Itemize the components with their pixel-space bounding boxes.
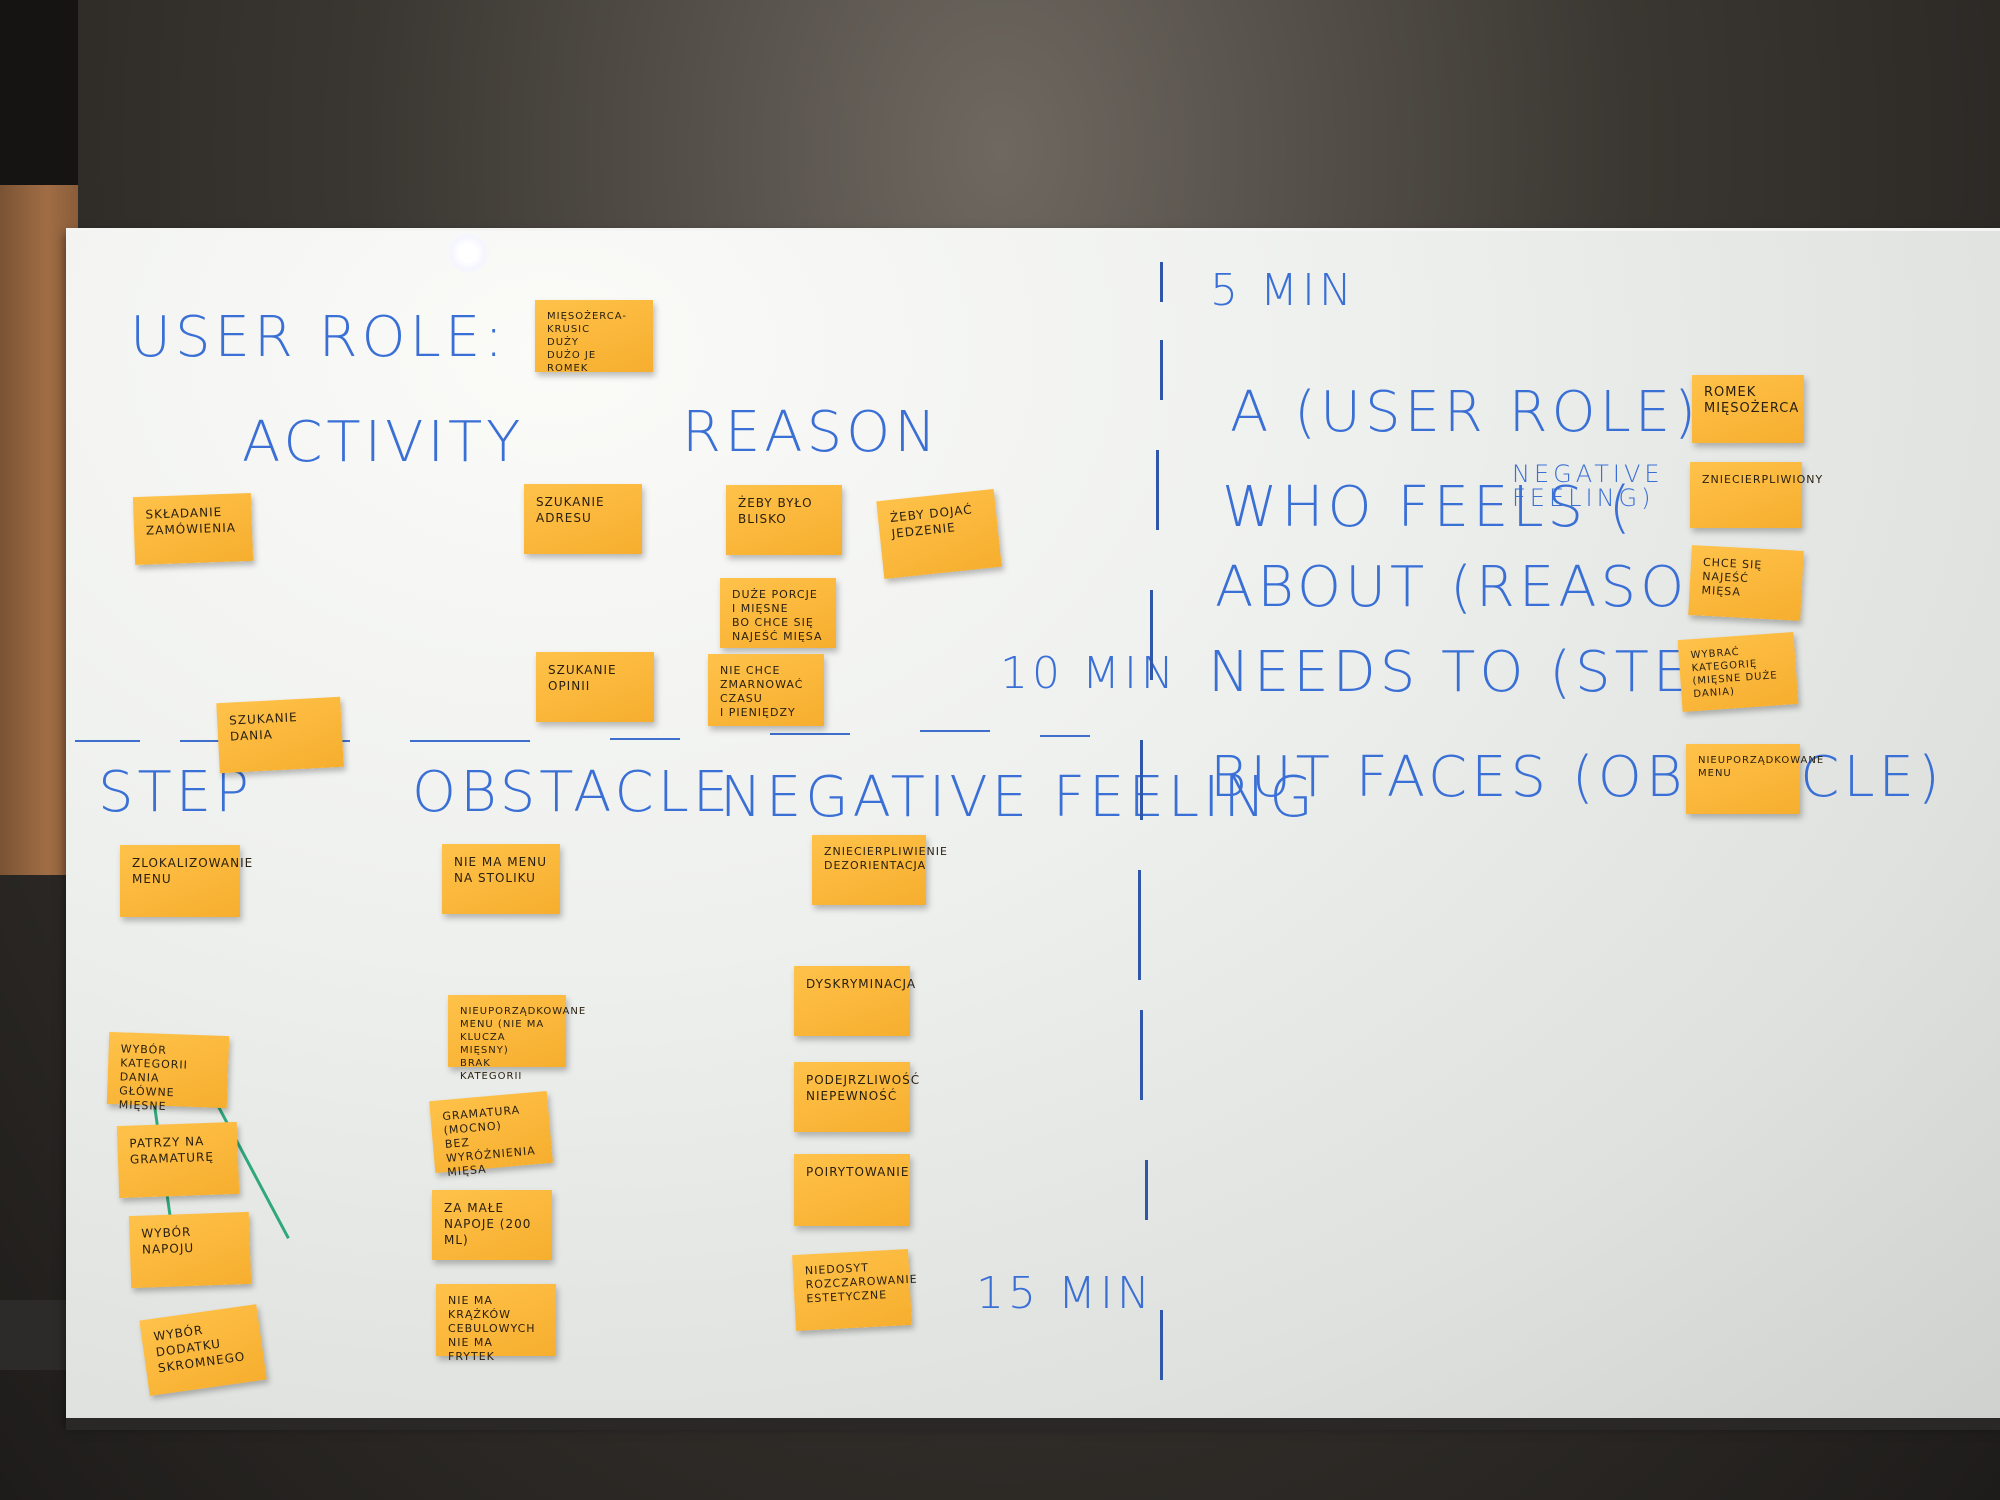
divider-dash [75, 740, 140, 742]
vertical-divider-dash [1160, 262, 1163, 302]
sticky-note-obstacle: NIE MA MENU NA STOLIKU [442, 844, 560, 914]
heading-reason: REASON [682, 400, 941, 465]
sticky-note-reason: NIE CHCE ZMARNOWAĆ CZASU I PIENIĘDZY [708, 654, 824, 726]
sticky-note-right-column: CHCE SIĘ NAJEŚĆ MIĘSA [1688, 545, 1804, 621]
vertical-divider-dash [1160, 1310, 1163, 1380]
whiteboard [66, 228, 2000, 1421]
vertical-divider-dash [1156, 450, 1159, 530]
vertical-divider-dash [1140, 1010, 1143, 1100]
sticky-note-obstacle: ZA MAŁE NAPOJE (200 ML) [432, 1190, 552, 1260]
sticky-note-negative-feeling: ZNIECIERPLIWIENIE DEZORIENTACJA [812, 835, 947, 905]
vertical-divider-dash [1145, 1160, 1148, 1220]
vertical-divider-dash [1150, 590, 1153, 680]
template-line-1: A (USER ROLE) [1230, 380, 1701, 445]
vertical-divider-dash [1160, 340, 1163, 400]
template-line-2: WHO FEELS ( [1222, 475, 1635, 540]
sticky-note-negative-feeling: POIRYTOWANIE [794, 1154, 910, 1226]
sticky-note-negative-feeling: NIEDOSYT ROZCZAROWANIE ESTETYCZNE [792, 1249, 918, 1331]
whiteboard-ledge [66, 1418, 2000, 1430]
sticky-note-activity: SZUKANIE ADRESU [524, 484, 642, 554]
sticky-note-right-column: WYBRAĆ KATEGORIĘ (MIĘSNE DUŻE DANIA) [1677, 632, 1799, 712]
sticky-note-activity: SZUKANIE DANIA [216, 696, 344, 774]
vertical-divider-dash [1138, 870, 1141, 980]
template-line-5: BUT FACES (OBSTACLE) [1210, 745, 1944, 810]
sticky-note-right-column: ZNIECIERPLIWIONY [1690, 462, 1822, 528]
heading-obstacle: OBSTACLE [412, 760, 733, 825]
sticky-note-right-column: ROMEK MIĘSOŻERCA [1692, 375, 1804, 443]
sticky-note-negative-feeling: DYSKRYMINACJA [794, 966, 915, 1036]
sticky-note-obstacle: GRAMATURA (MOCNO) BEZ WYRÓŻNIENIA MIĘSA [429, 1090, 553, 1179]
sticky-note-reason: DUŻE PORCJE I MIĘSNE BO CHCE SIĘ NAJEŚĆ … [720, 578, 836, 648]
sticky-note-right-column: NIEUPORZĄDKOWANE MENU [1686, 744, 1823, 814]
divider-dash [770, 733, 850, 735]
sticky-note-activity: SKŁADANIE ZAMÓWIENIA [132, 492, 254, 566]
wooden-shelf [0, 185, 78, 875]
heading-activity: ACTIVITY [242, 410, 525, 475]
divider-dash [920, 730, 990, 732]
sticky-note-step: PATRZY NA GRAMATURĘ [116, 1121, 240, 1199]
sticky-note-step: WYBÓR KATEGORII DANIA GŁÓWNE MIĘSNE [106, 1031, 230, 1113]
template-line-3: ABOUT (REASON) [1215, 555, 1760, 620]
sticky-note-obstacle: NIEUPORZĄDKOWANE MENU (NIE MA KLUCZA MIĘ… [448, 995, 585, 1082]
heading-user-role: USER ROLE: [130, 305, 508, 370]
sticky-note-reason: ŻEBY BYŁO BLISKO [726, 485, 842, 555]
heading-15-min: 15 MIN [976, 1268, 1154, 1319]
background-dark [0, 0, 78, 185]
sticky-note-step: WYBÓR NAPOJU [128, 1211, 252, 1289]
sticky-note-step: WYBÓR DODATKU SKROMNEGO [139, 1304, 267, 1396]
sticky-note-negative-feeling: PODEJRZLIWOŚĆ NIEPEWNOŚĆ [794, 1062, 919, 1132]
marker-tray [0, 1300, 70, 1370]
sticky-note-obstacle: NIE MA KRĄŻKÓW CEBULOWYCH NIE MA FRYTEK [436, 1284, 556, 1363]
divider-dash [410, 740, 530, 742]
divider-dash [1040, 735, 1090, 737]
vertical-divider-dash [1140, 740, 1143, 820]
heading-10-min: 10 MIN [1000, 648, 1178, 699]
template-line-2-small: NEGATIVE FEELING) [1512, 460, 1664, 512]
sticky-note-reason: ŻEBY DOJAĆ JEDZENIE [876, 489, 1002, 579]
heading-negative-feeling: NEGATIVE FEELING [720, 765, 1317, 830]
template-line-4: NEEDS TO (STEP) [1208, 640, 1756, 705]
sticky-note-user-role: MIĘSOŻERCA-KRUSIC DUŻY DUŻO JE ROMEK [535, 300, 653, 374]
sticky-note-step: ZLOKALIZOWANIE MENU [120, 845, 252, 917]
heading-5-min: 5 MIN [1210, 265, 1356, 316]
divider-dash [610, 738, 680, 740]
sticky-note-activity: SZUKANIE OPINII [536, 652, 654, 722]
light-reflection [446, 233, 490, 273]
